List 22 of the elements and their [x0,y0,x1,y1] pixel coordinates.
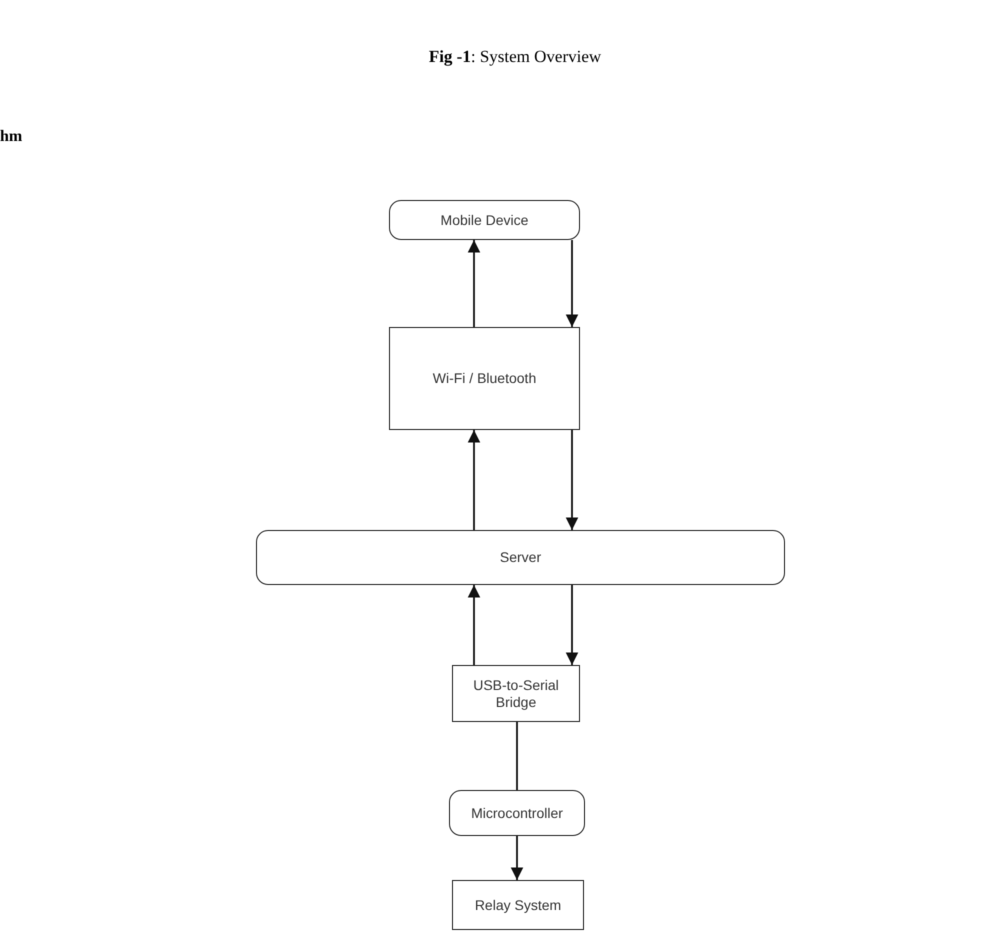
arrow [566,585,578,665]
node-label: Microcontroller [471,804,563,822]
rounded-box [256,530,785,585]
node-label: USB-to-Serial Bridge [472,676,560,710]
figure-title: Fig -1: System Overview [428,47,602,66]
process-box [452,880,584,930]
arrow [566,240,578,327]
arrow [468,240,480,327]
process-box [389,327,580,430]
node-label: Server [500,549,542,566]
arrow [510,836,524,880]
node-label: Wi-Fi / Bluetooth [432,370,536,387]
cut-off-heading: hm [0,128,22,146]
connector-line [516,722,518,790]
arrow [468,430,480,530]
arrow [566,430,578,530]
node-label: Relay System [474,896,562,914]
rounded-box [389,200,580,240]
process-box [452,665,580,722]
rounded-box [449,790,585,836]
node-label: Mobile Device [440,212,528,228]
arrow [468,585,480,665]
